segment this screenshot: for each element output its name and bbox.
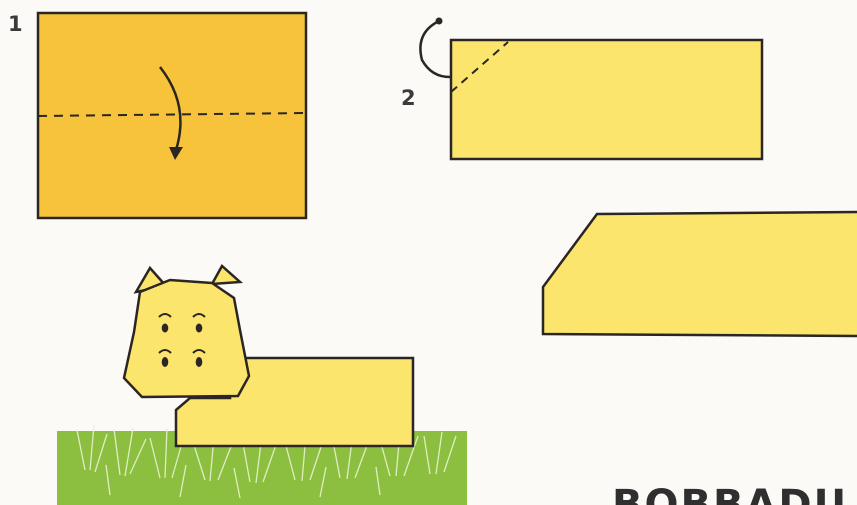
step-1-paper — [38, 13, 306, 218]
footer-heading: BOBBADU — [612, 482, 857, 505]
hippo-head — [124, 280, 249, 397]
rotate-arrow-icon — [420, 18, 452, 78]
step-2-number: 2 — [401, 86, 416, 110]
hippo-figure — [124, 266, 413, 446]
step-3-paper — [543, 212, 857, 336]
step-2-rectangle — [451, 40, 762, 159]
step-2-paper — [420, 18, 762, 160]
hippo-right-ear — [212, 266, 240, 284]
step-3-shape — [543, 212, 857, 336]
step-1-number: 1 — [8, 12, 23, 36]
